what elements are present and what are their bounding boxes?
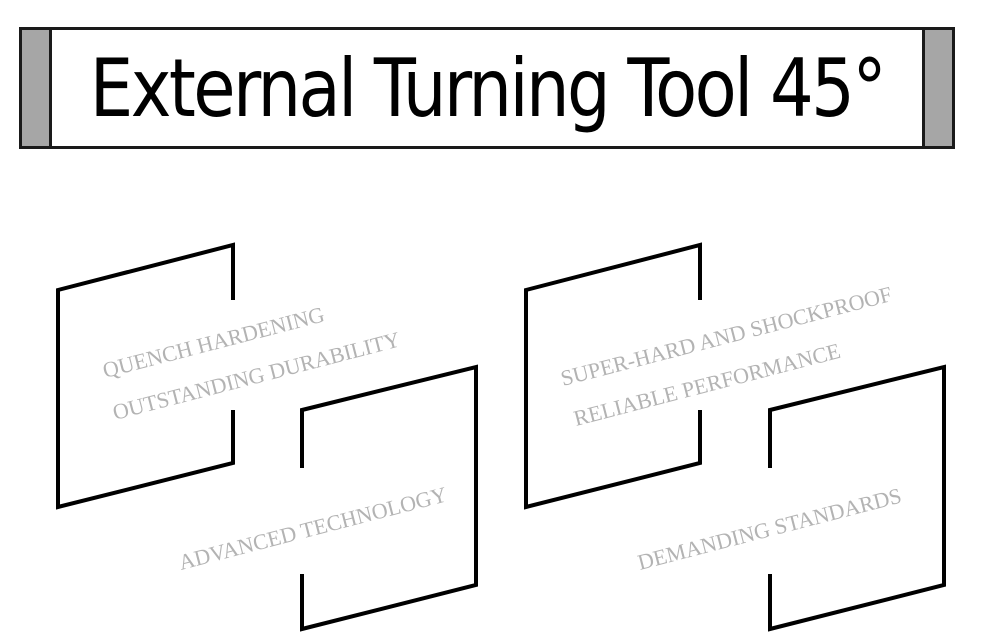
frame-right-top [524, 242, 702, 510]
title-banner: External Turning Tool 45° [19, 27, 955, 149]
frame-left-bottom [300, 364, 478, 632]
feature-text-demanding-standards: DEMANDING STANDARDS [635, 483, 904, 575]
banner-right-cap [922, 30, 952, 146]
frame-right-top-outline [524, 242, 702, 510]
frame-left-bottom-outline [300, 364, 478, 632]
frame-left-top [56, 242, 235, 510]
banner-left-cap [22, 30, 52, 146]
frame-left-top-outline [56, 242, 235, 510]
feature-text-advanced-technology: ADVANCED TECHNOLOGY [176, 481, 450, 574]
page-title: External Turning Tool 45° [89, 41, 887, 135]
frame-right-bottom [768, 364, 946, 632]
frame-right-bottom-outline [768, 364, 946, 632]
